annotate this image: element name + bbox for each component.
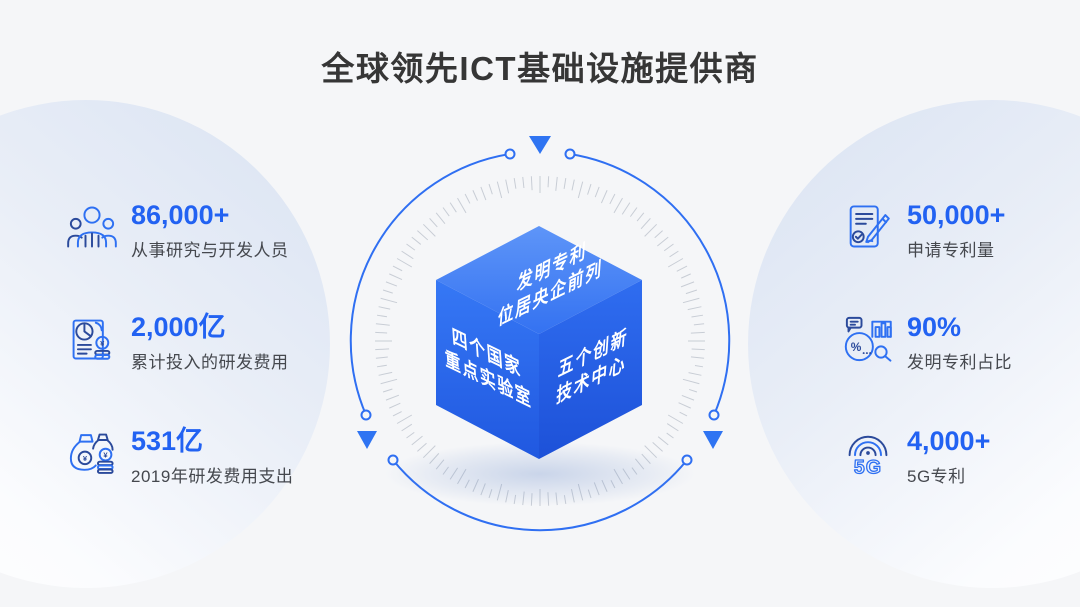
svg-text:%: %	[851, 340, 862, 354]
stat-5g-patents: 5G 4,000+ 5G专利	[842, 427, 990, 487]
stat-rd-expense: ¥ ¥ 531亿 2019年研发费用支出	[66, 427, 293, 487]
stat-label: 5G专利	[907, 467, 966, 487]
svg-text:5G: 5G	[854, 457, 882, 479]
patent-application-icon	[842, 201, 894, 253]
arc-endpoint-dot	[564, 148, 576, 160]
svg-text:¥: ¥	[83, 454, 88, 463]
stat-label: 发明专利占比	[907, 353, 1012, 373]
stat-label: 从事研究与开发人员	[131, 241, 289, 261]
invention-patent-ratio-icon: %	[842, 313, 894, 365]
arrow-down-icon	[703, 431, 723, 449]
page-title: 全球领先ICT基础设施提供商	[321, 50, 759, 87]
5g-patent-icon: 5G	[842, 427, 894, 479]
isometric-cube: 发明专利 位居央企前列 四个国家 重点实验室 五个创新 技术中心	[436, 226, 642, 459]
rd-investment-icon: ¥	[66, 313, 118, 365]
rd-team-icon	[66, 201, 118, 253]
stat-value: 2,000亿	[131, 312, 226, 342]
cube-right-face	[539, 280, 642, 459]
cube-left-face	[436, 280, 539, 459]
stat-value: 86,000+	[131, 200, 230, 230]
arc-endpoint-dot	[708, 409, 720, 421]
stat-label: 2019年研发费用支出	[131, 467, 294, 487]
svg-text:¥: ¥	[103, 451, 108, 460]
arc-endpoint-dot	[360, 409, 372, 421]
stat-label: 累计投入的研发费用	[131, 353, 289, 373]
stat-rd-investment: ¥ 2,000亿 累计投入的研发费用	[66, 313, 289, 373]
cube-shadow	[385, 442, 695, 506]
stat-value: 90%	[907, 312, 962, 342]
stat-invention-patent-ratio: % 90% 发明专利占比	[842, 313, 1012, 373]
stat-patent-applications: 50,000+ 申请专利量	[842, 201, 1005, 261]
arc-endpoint-dot	[504, 148, 516, 160]
arrow-down-icon	[529, 136, 551, 154]
stat-value: 531亿	[131, 426, 204, 456]
center-cube-diagram: 发明专利 位居央企前列 四个国家 重点实验室 五个创新 技术中心	[349, 136, 731, 532]
stat-rd-personnel: 86,000+ 从事研究与开发人员	[66, 201, 289, 261]
svg-text:¥: ¥	[100, 339, 105, 348]
stat-value: 50,000+	[907, 200, 1006, 230]
arrow-down-icon	[357, 431, 377, 449]
stat-value: 4,000+	[907, 426, 991, 456]
rd-expense-icon: ¥ ¥	[66, 427, 118, 479]
stat-label: 申请专利量	[907, 241, 995, 261]
